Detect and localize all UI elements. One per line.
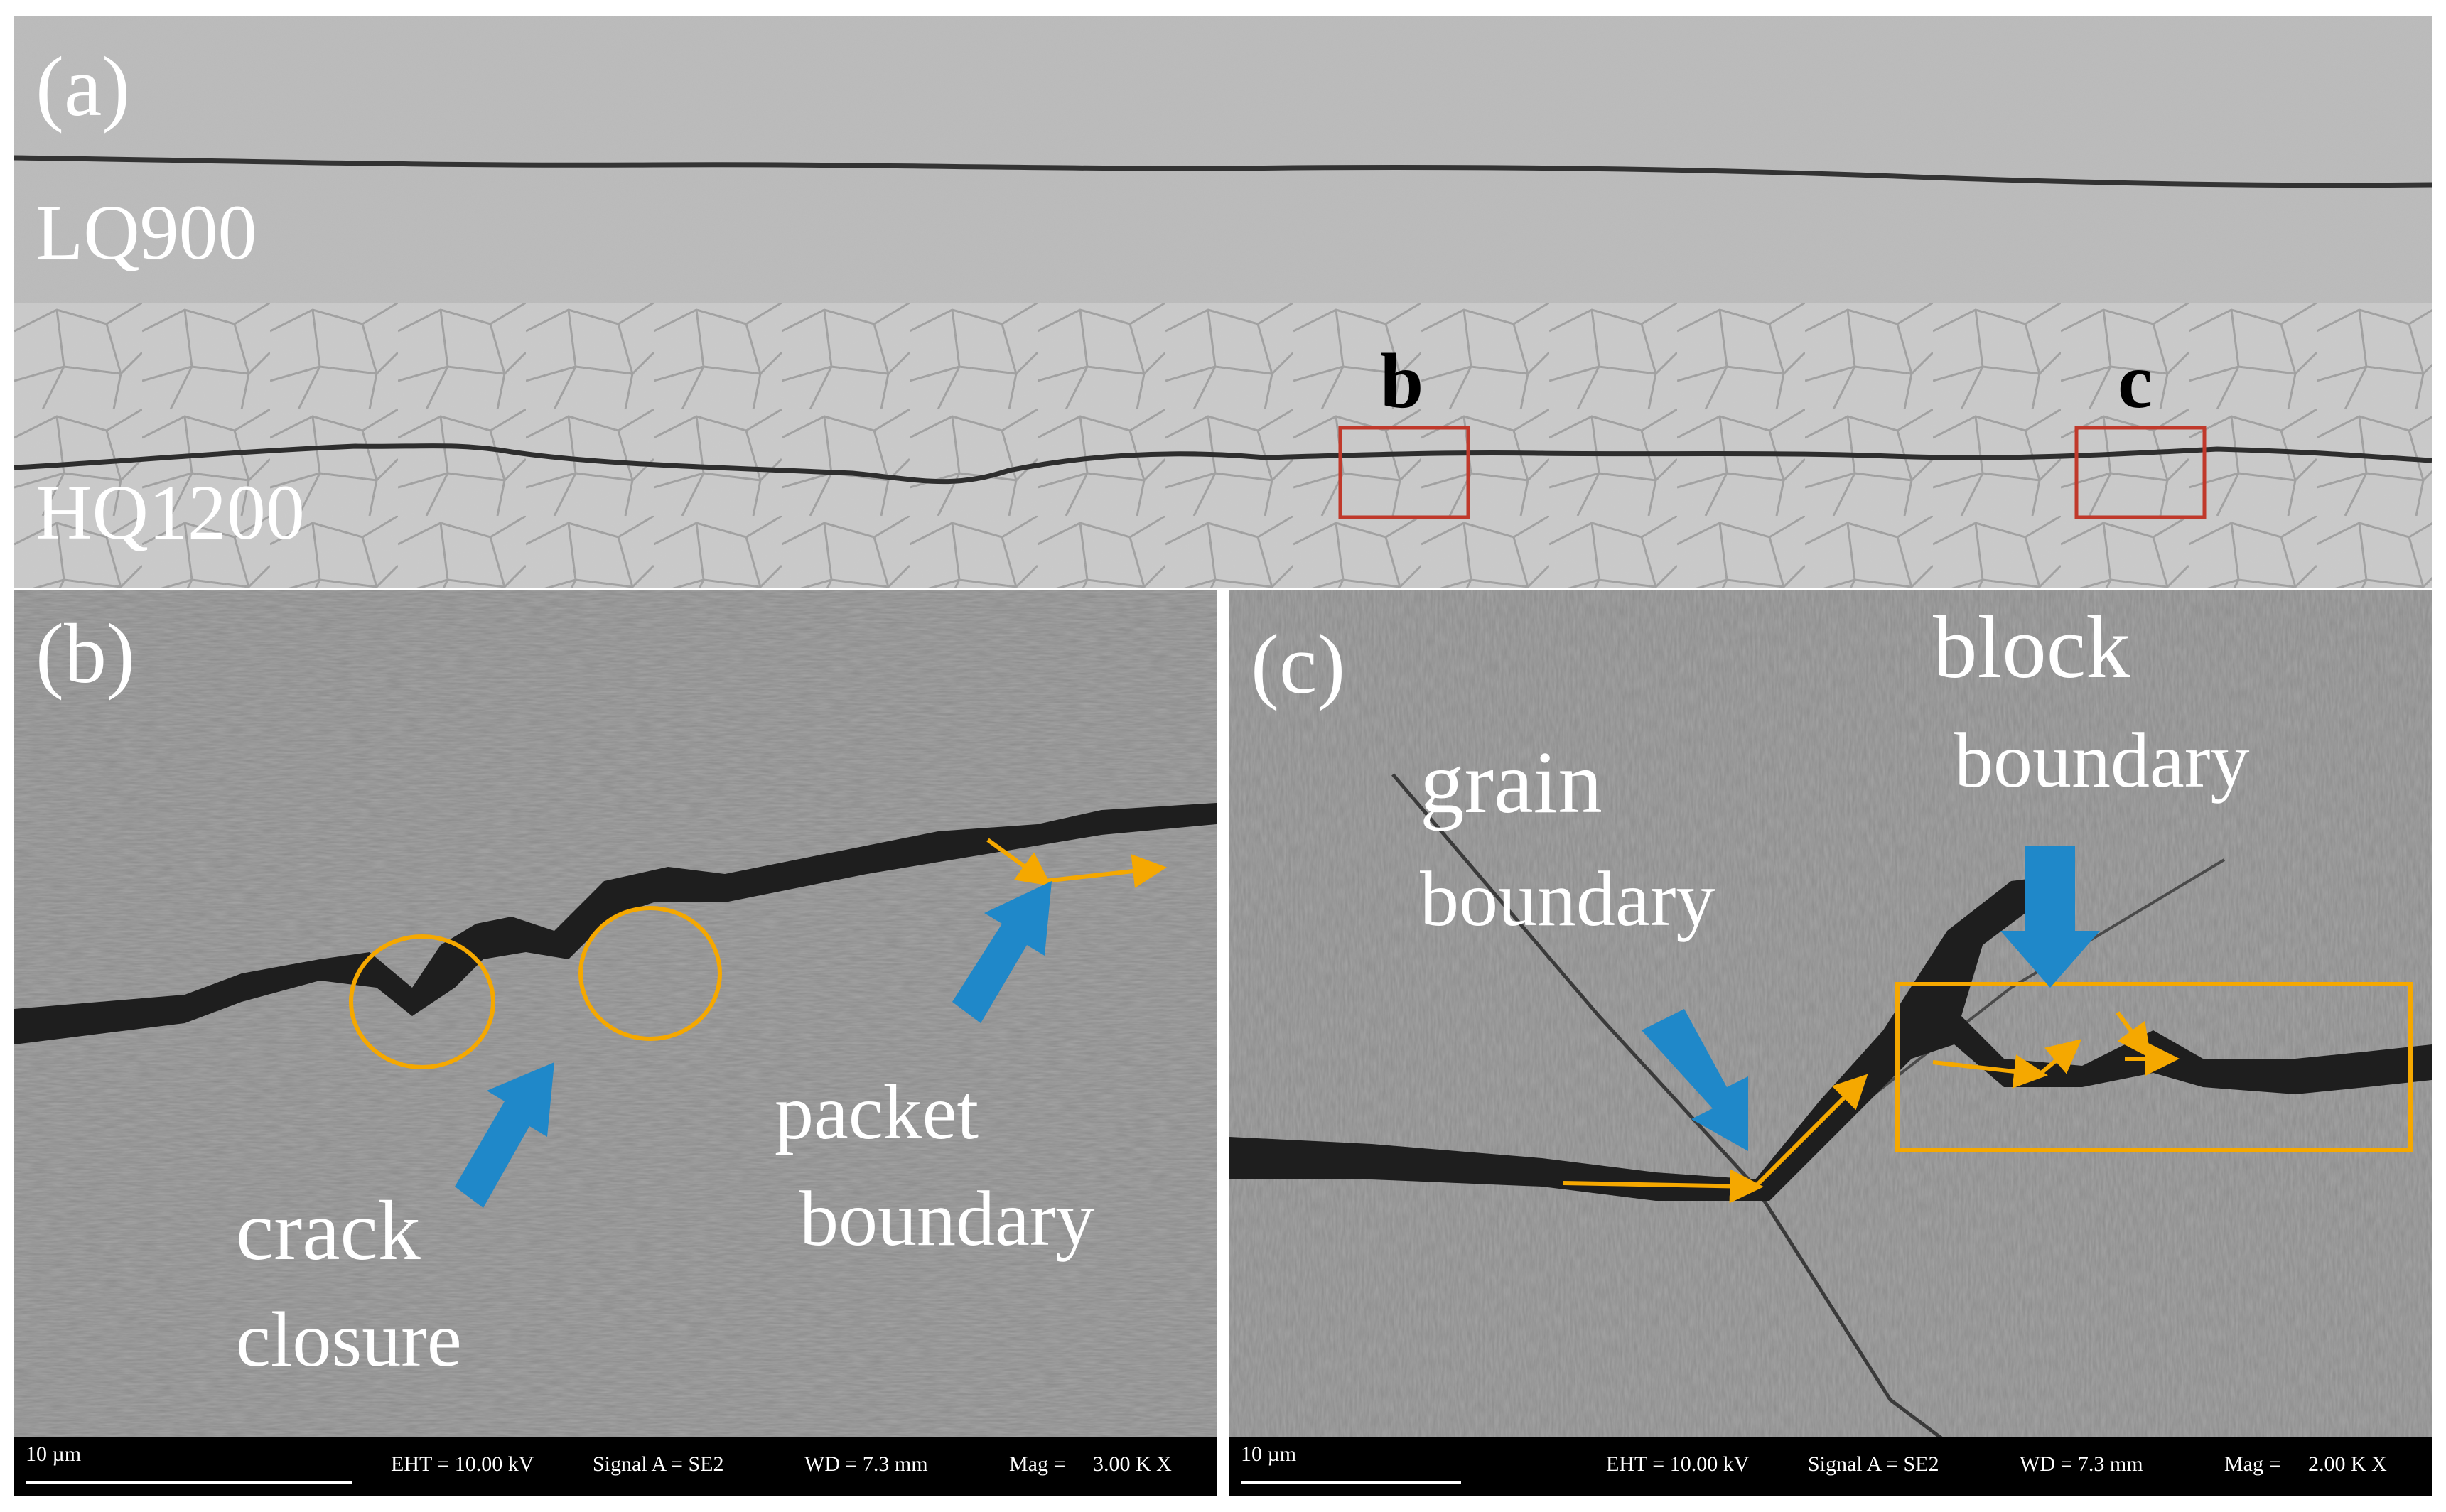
panel-c-crack xyxy=(1229,874,2432,1201)
panel-c: (c) block boundary grain boundary 10 µm … xyxy=(1229,590,2432,1496)
crack-closure-text-2: closure xyxy=(236,1296,462,1383)
marker-box-c xyxy=(2074,426,2207,519)
panel-b-eht: EHT = 10.00 kV xyxy=(391,1452,534,1476)
panel-c-eht: EHT = 10.00 kV xyxy=(1606,1452,1750,1476)
panel-c-label: (c) xyxy=(1251,617,1346,711)
panel-c-signal: Signal A = SE2 xyxy=(1808,1452,1939,1476)
panel-c-scale-bar xyxy=(1241,1481,1461,1484)
panel-c-path-arrow-3 xyxy=(1932,1054,2048,1089)
grain-boundary-blue-arrow xyxy=(1642,1009,1748,1151)
panel-c-info-bar: 10 µm EHT = 10.00 kV Signal A = SE2 WD =… xyxy=(1229,1437,2432,1496)
panel-a-label: (a) xyxy=(36,39,131,134)
lq900-label: LQ900 xyxy=(36,189,257,276)
block-boundary-blue-arrow xyxy=(2000,846,2100,988)
panel-c-path-arrow-2 xyxy=(1753,1074,1868,1189)
marker-c-label: c xyxy=(2118,338,2153,424)
panel-b-signal: Signal A = SE2 xyxy=(593,1452,724,1476)
crack-closure-text-1: crack xyxy=(236,1183,421,1278)
panel-b-scale-text: 10 µm xyxy=(26,1442,82,1466)
closure-ellipse-1 xyxy=(349,934,495,1069)
marker-b-label: b xyxy=(1380,338,1424,424)
panel-c-scale-text: 10 µm xyxy=(1241,1442,1297,1466)
panel-c-path-arrow-5 xyxy=(2116,1011,2152,1059)
grain-boundary-text-2: boundary xyxy=(1420,855,1715,942)
packet-boundary-text-1: packet xyxy=(775,1069,979,1155)
panel-c-mag-value: 2.00 K X xyxy=(2308,1452,2387,1476)
grain-boundary-text-1: grain xyxy=(1420,734,1602,832)
panel-b-scale-bar xyxy=(26,1481,352,1484)
hq1200-micrograph xyxy=(14,303,2432,588)
panel-c-mag-label: Mag = xyxy=(2224,1452,2281,1476)
panel-b-crack xyxy=(14,803,1217,1044)
lq900-micrograph xyxy=(14,16,2432,303)
panel-b-mag-label: Mag = xyxy=(1009,1452,1066,1476)
panel-c-path-arrow-1 xyxy=(1563,1169,1764,1204)
panel-b-label: (b) xyxy=(36,606,135,701)
panel-b-mag-value: 3.00 K X xyxy=(1093,1452,1172,1476)
panel-b-wd: WD = 7.3 mm xyxy=(804,1452,928,1476)
panel-a-hq1200-strip: HQ1200 b c xyxy=(14,303,2432,588)
block-boundary-box xyxy=(1895,982,2413,1152)
panel-divider xyxy=(1217,590,1229,1496)
panel-c-sem-image xyxy=(1229,590,2432,1496)
panel-c-wd: WD = 7.3 mm xyxy=(2020,1452,2143,1476)
panel-b-path-arrow-1 xyxy=(986,838,1052,887)
panel-b-path-arrow-2 xyxy=(1044,854,1167,888)
packet-boundary-blue-arrow xyxy=(952,881,1052,1023)
marker-box-b xyxy=(1338,426,1470,519)
panel-b-sem-image xyxy=(14,590,1217,1496)
block-boundary-text-1: block xyxy=(1933,599,2130,697)
panel-b: (b) crack closure packet boundary 10 µm … xyxy=(14,590,1217,1496)
packet-boundary-text-2: boundary xyxy=(799,1175,1095,1262)
crack-closure-blue-arrow xyxy=(455,1062,554,1208)
hq1200-label: HQ1200 xyxy=(36,469,305,556)
panel-c-path-arrow-4 xyxy=(2038,1039,2082,1076)
lq900-crack-line xyxy=(14,155,2432,188)
closure-ellipse-2 xyxy=(578,906,722,1041)
panel-b-info-bar: 10 µm EHT = 10.00 kV Signal A = SE2 WD =… xyxy=(14,1437,1217,1496)
hq1200-crack-line xyxy=(14,443,2432,485)
block-boundary-text-2: boundary xyxy=(1954,717,2250,804)
panel-a-lq900-strip: (a) LQ900 xyxy=(14,16,2432,303)
